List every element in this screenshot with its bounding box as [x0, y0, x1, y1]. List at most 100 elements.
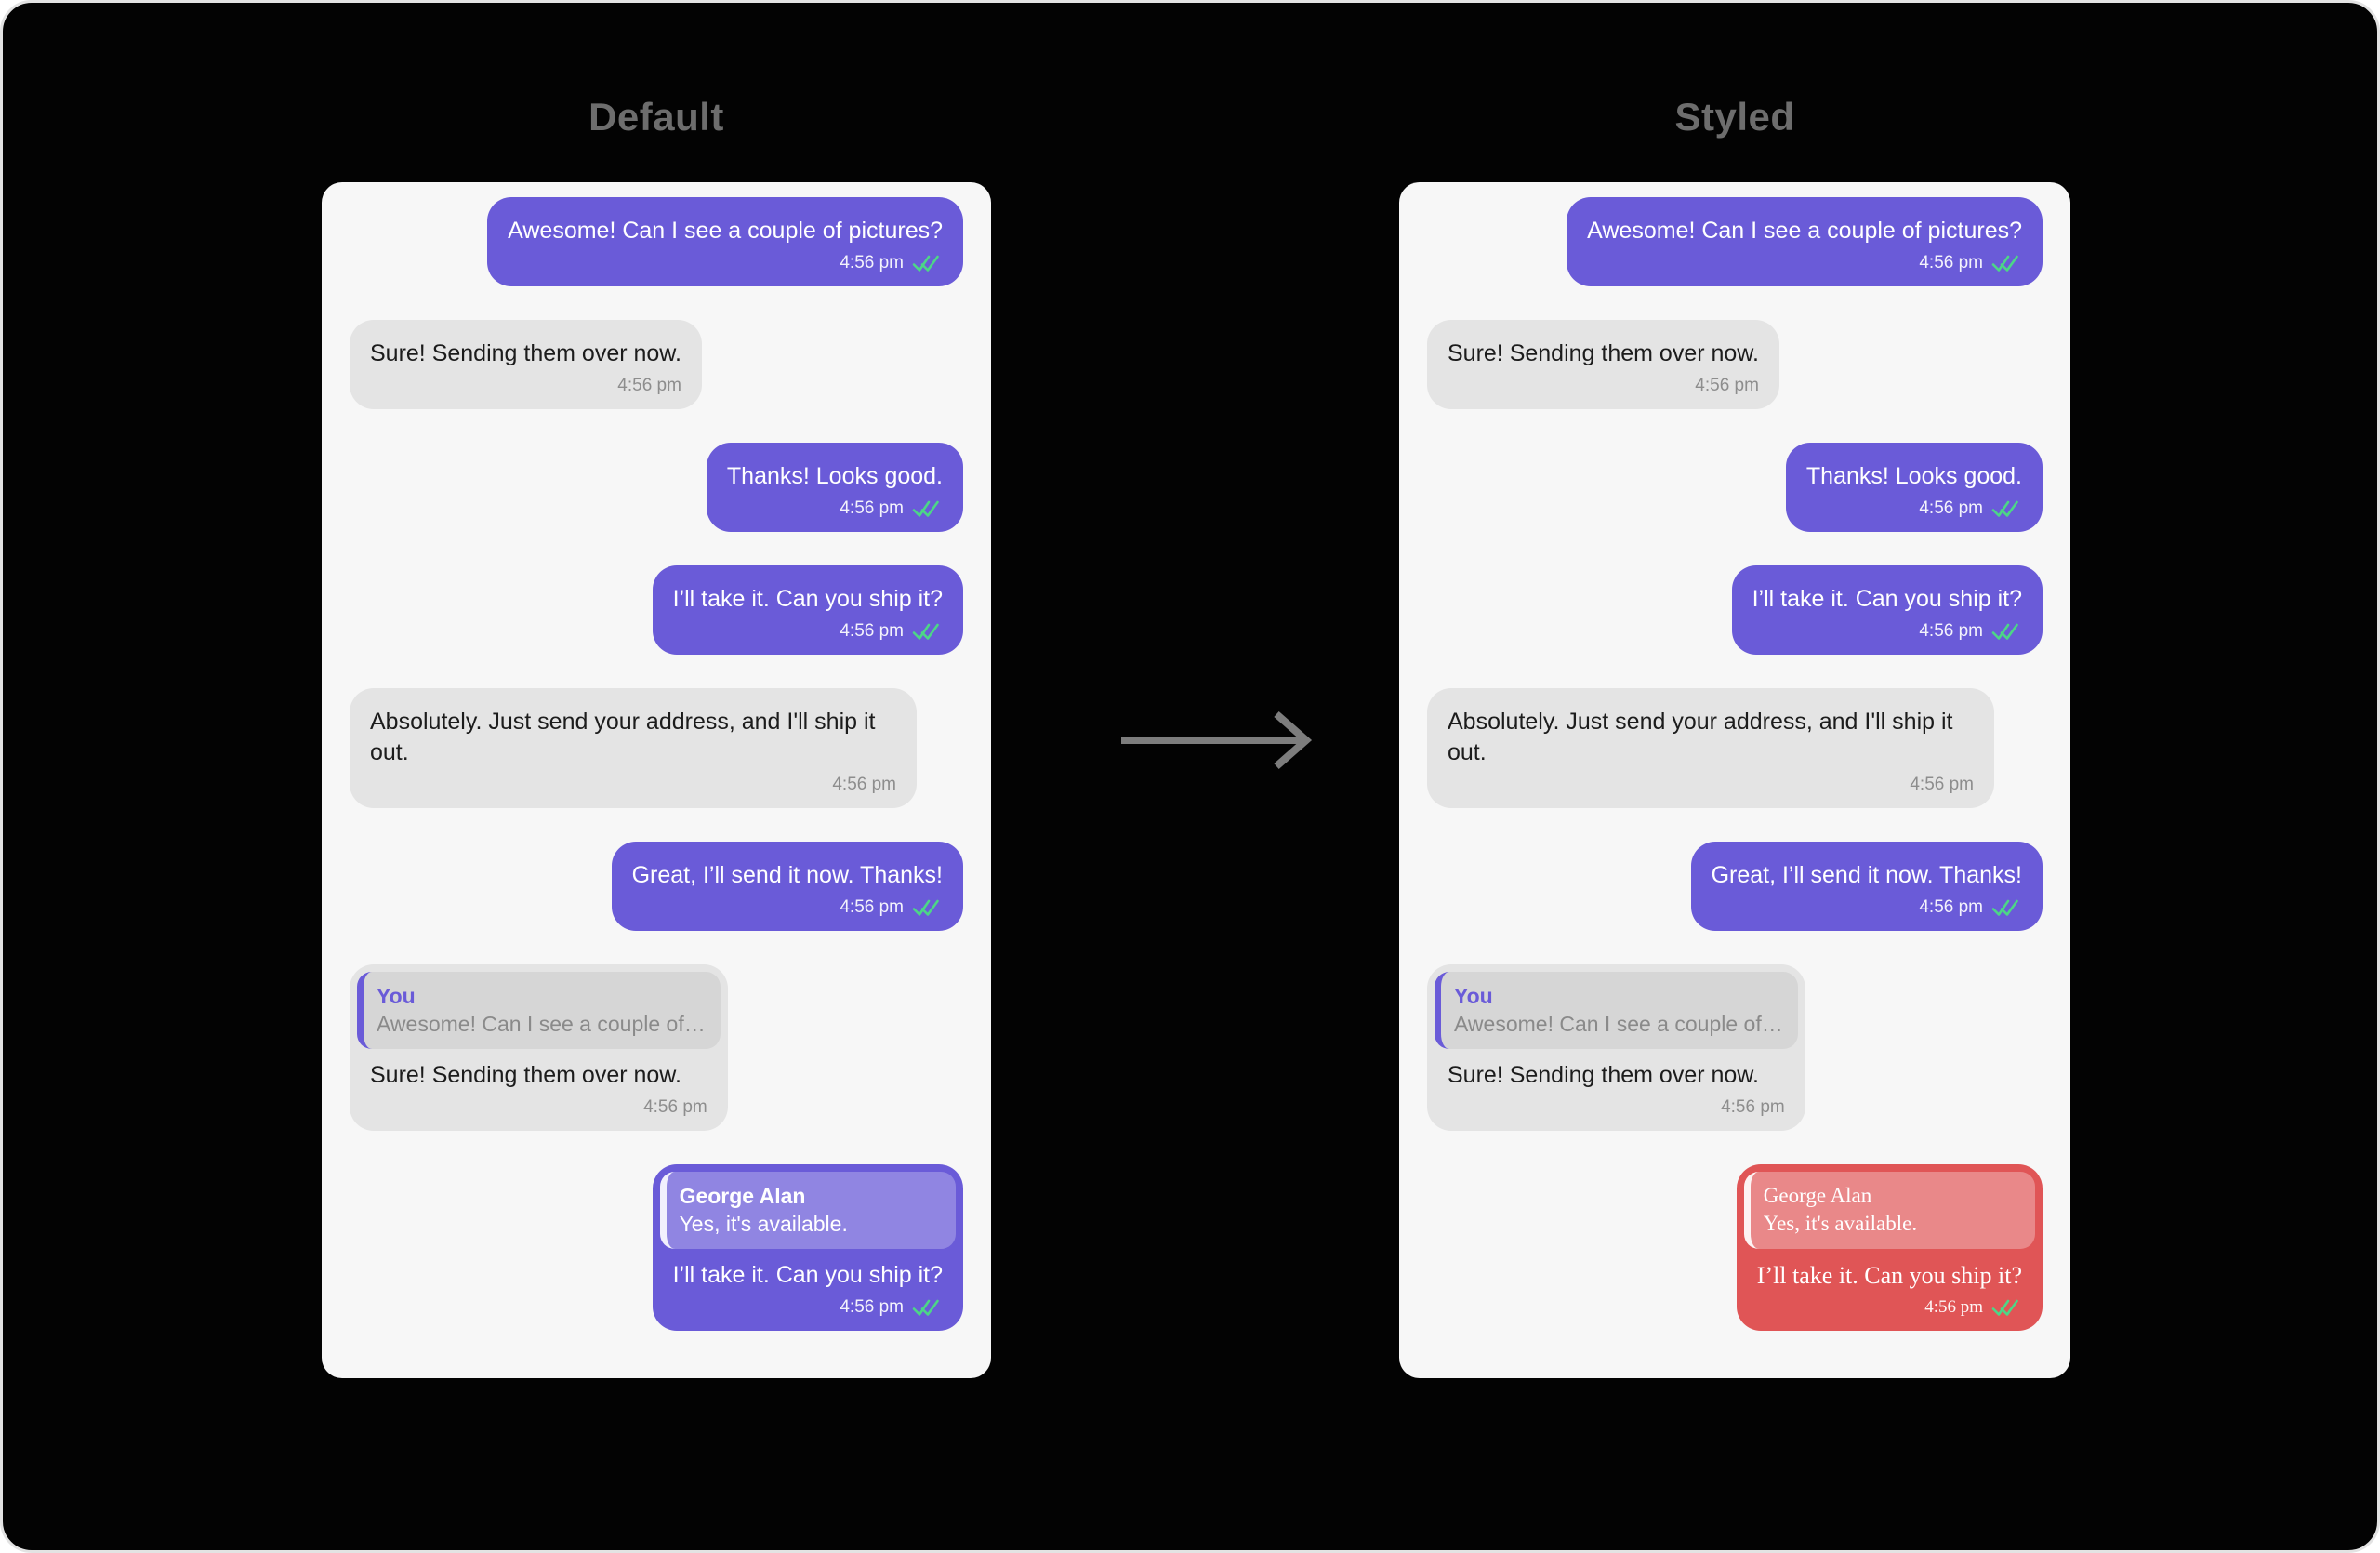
message-meta: 4:56 pm: [1448, 374, 1759, 398]
reply-body: I’ll take it. Can you ship it? 4:56 pm: [1744, 1249, 2035, 1320]
double-check-icon: [912, 500, 939, 517]
double-check-icon: [912, 1299, 939, 1316]
transform-arrow-icon: [1118, 707, 1316, 774]
outgoing-message-bubble[interactable]: Great, I’ll send it now. Thanks! 4:56 pm: [1690, 842, 2043, 931]
message-meta: 4:56 pm: [673, 619, 943, 644]
quoted-message-preview[interactable]: George Alan Yes, it's available.: [1743, 1172, 2035, 1249]
message-timestamp: 4:56 pm: [840, 498, 904, 518]
message-timestamp: 4:56 pm: [1721, 1097, 1785, 1117]
incoming-message-bubble[interactable]: Sure! Sending them over now. 4:56 pm: [1427, 320, 1779, 409]
message-row: George Alan Yes, it's available. I’ll ta…: [350, 1164, 963, 1331]
double-check-icon: [1991, 899, 2018, 916]
message-timestamp: 4:56 pm: [1919, 498, 1983, 518]
outgoing-message-bubble[interactable]: Thanks! Looks good. 4:56 pm: [706, 443, 963, 532]
message-meta: 4:56 pm: [370, 374, 681, 398]
message-text: Sure! Sending them over now.: [1448, 340, 1759, 366]
message-row: Absolutely. Just send your address, and …: [1427, 688, 2043, 808]
double-check-icon: [1991, 623, 2018, 640]
message-text: Awesome! Can I see a couple of pictures?: [1587, 218, 2022, 244]
reply-body: I’ll take it. Can you ship it? 4:56 pm: [660, 1249, 956, 1320]
message-row: Sure! Sending them over now. 4:56 pm: [1427, 320, 2043, 409]
message-meta: 4:56 pm: [370, 1095, 707, 1120]
message-text: Absolutely. Just send your address, and …: [370, 709, 876, 765]
message-text: Great, I’ll send it now. Thanks!: [1711, 862, 2022, 888]
message-row: Great, I’ll send it now. Thanks! 4:56 pm: [350, 842, 963, 931]
message-row: You Awesome! Can I see a couple of… Sure…: [350, 964, 963, 1131]
message-row: Great, I’ll send it now. Thanks! 4:56 pm: [1427, 842, 2043, 931]
message-text: I’ll take it. Can you ship it?: [672, 1262, 943, 1288]
message-text: I’ll take it. Can you ship it?: [1752, 586, 2022, 612]
quote-author: George Alan: [679, 1184, 806, 1208]
outgoing-message-bubble[interactable]: I’ll take it. Can you ship it? 4:56 pm: [652, 565, 963, 655]
message-timestamp: 4:56 pm: [840, 1297, 904, 1317]
message-text: Absolutely. Just send your address, and …: [1448, 709, 1953, 765]
message-meta: 4:56 pm: [1448, 1095, 1785, 1120]
incoming-message-bubble[interactable]: Sure! Sending them over now. 4:56 pm: [350, 320, 702, 409]
message-text: I’ll take it. Can you ship it?: [1756, 1262, 2022, 1289]
message-row: Thanks! Looks good. 4:56 pm: [1427, 443, 2043, 532]
message-timestamp: 4:56 pm: [1919, 253, 1983, 272]
outgoing-message-bubble[interactable]: I’ll take it. Can you ship it? 4:56 pm: [1731, 565, 2043, 655]
reply-message-bubble[interactable]: George Alan Yes, it's available. I’ll ta…: [652, 1164, 963, 1331]
chat-panel-styled[interactable]: Awesome! Can I see a couple of pictures?…: [1399, 182, 2070, 1378]
double-check-icon: [1991, 1299, 2018, 1316]
message-meta: 4:56 pm: [1806, 497, 2022, 521]
reply-message-bubble[interactable]: You Awesome! Can I see a couple of… Sure…: [1427, 964, 1805, 1131]
message-text: I’ll take it. Can you ship it?: [672, 586, 943, 612]
message-text: Sure! Sending them over now.: [1448, 1062, 1759, 1088]
message-text: Sure! Sending them over now.: [370, 1062, 681, 1088]
outgoing-message-bubble[interactable]: Awesome! Can I see a couple of pictures?…: [487, 197, 963, 286]
outgoing-message-bubble[interactable]: Thanks! Looks good. 4:56 pm: [1785, 443, 2043, 532]
message-meta: 4:56 pm: [632, 896, 943, 920]
message-timestamp: 4:56 pm: [1919, 897, 1983, 917]
message-timestamp: 4:56 pm: [643, 1097, 707, 1117]
quoted-message-preview[interactable]: You Awesome! Can I see a couple of…: [357, 972, 721, 1049]
outgoing-message-bubble[interactable]: Awesome! Can I see a couple of pictures?…: [1567, 197, 2043, 286]
message-meta: 4:56 pm: [1752, 619, 2022, 644]
double-check-icon: [912, 255, 939, 272]
message-row: Thanks! Looks good. 4:56 pm: [350, 443, 963, 532]
message-timestamp: 4:56 pm: [840, 253, 904, 272]
outgoing-message-bubble[interactable]: Great, I’ll send it now. Thanks! 4:56 pm: [611, 842, 963, 931]
message-meta: 4:56 pm: [673, 1295, 943, 1320]
quoted-message-preview[interactable]: You Awesome! Can I see a couple of…: [1435, 972, 1798, 1049]
chat-panel-default[interactable]: Awesome! Can I see a couple of pictures?…: [322, 182, 991, 1378]
message-text: Thanks! Looks good.: [726, 463, 943, 489]
reply-body: Sure! Sending them over now. 4:56 pm: [1435, 1049, 1798, 1120]
message-timestamp: 4:56 pm: [617, 376, 681, 395]
quote-text: Awesome! Can I see a couple of…: [1454, 1012, 1783, 1036]
message-timestamp: 4:56 pm: [1919, 621, 1983, 641]
message-timestamp: 4:56 pm: [840, 621, 904, 641]
message-timestamp: 4:56 pm: [1924, 1297, 1983, 1317]
message-timestamp: 4:56 pm: [840, 897, 904, 917]
quote-author: You: [1454, 984, 1493, 1008]
incoming-message-bubble[interactable]: Absolutely. Just send your address, and …: [1427, 688, 1994, 808]
double-check-icon: [1991, 500, 2018, 517]
reply-message-bubble[interactable]: You Awesome! Can I see a couple of… Sure…: [350, 964, 728, 1131]
message-meta: 4:56 pm: [1712, 896, 2022, 920]
incoming-message-bubble[interactable]: Absolutely. Just send your address, and …: [350, 688, 917, 808]
reply-message-bubble-styled[interactable]: George Alan Yes, it's available. I’ll ta…: [1736, 1164, 2043, 1331]
quoted-message-preview[interactable]: George Alan Yes, it's available.: [659, 1172, 956, 1249]
message-row: Sure! Sending them over now. 4:56 pm: [350, 320, 963, 409]
message-row: George Alan Yes, it's available. I’ll ta…: [1427, 1164, 2043, 1331]
message-text: Awesome! Can I see a couple of pictures?: [508, 218, 943, 244]
message-timestamp: 4:56 pm: [1910, 775, 1974, 794]
message-meta: 4:56 pm: [1587, 251, 2022, 275]
message-meta: 4:56 pm: [1757, 1295, 2022, 1320]
quote-text: Yes, it's available.: [679, 1212, 848, 1236]
message-timestamp: 4:56 pm: [832, 775, 896, 794]
default-column-title: Default: [588, 95, 724, 139]
message-meta: 4:56 pm: [1448, 773, 1974, 797]
double-check-icon: [1991, 255, 2018, 272]
message-text: Thanks! Looks good.: [1805, 463, 2022, 489]
styled-column-title: Styled: [1674, 95, 1795, 139]
message-meta: 4:56 pm: [727, 497, 943, 521]
reply-body: Sure! Sending them over now. 4:56 pm: [357, 1049, 721, 1120]
quote-author: George Alan: [1763, 1184, 1872, 1207]
message-meta: 4:56 pm: [508, 251, 943, 275]
message-row: You Awesome! Can I see a couple of… Sure…: [1427, 964, 2043, 1131]
message-row: I’ll take it. Can you ship it? 4:56 pm: [350, 565, 963, 655]
quote-author: You: [377, 984, 416, 1008]
